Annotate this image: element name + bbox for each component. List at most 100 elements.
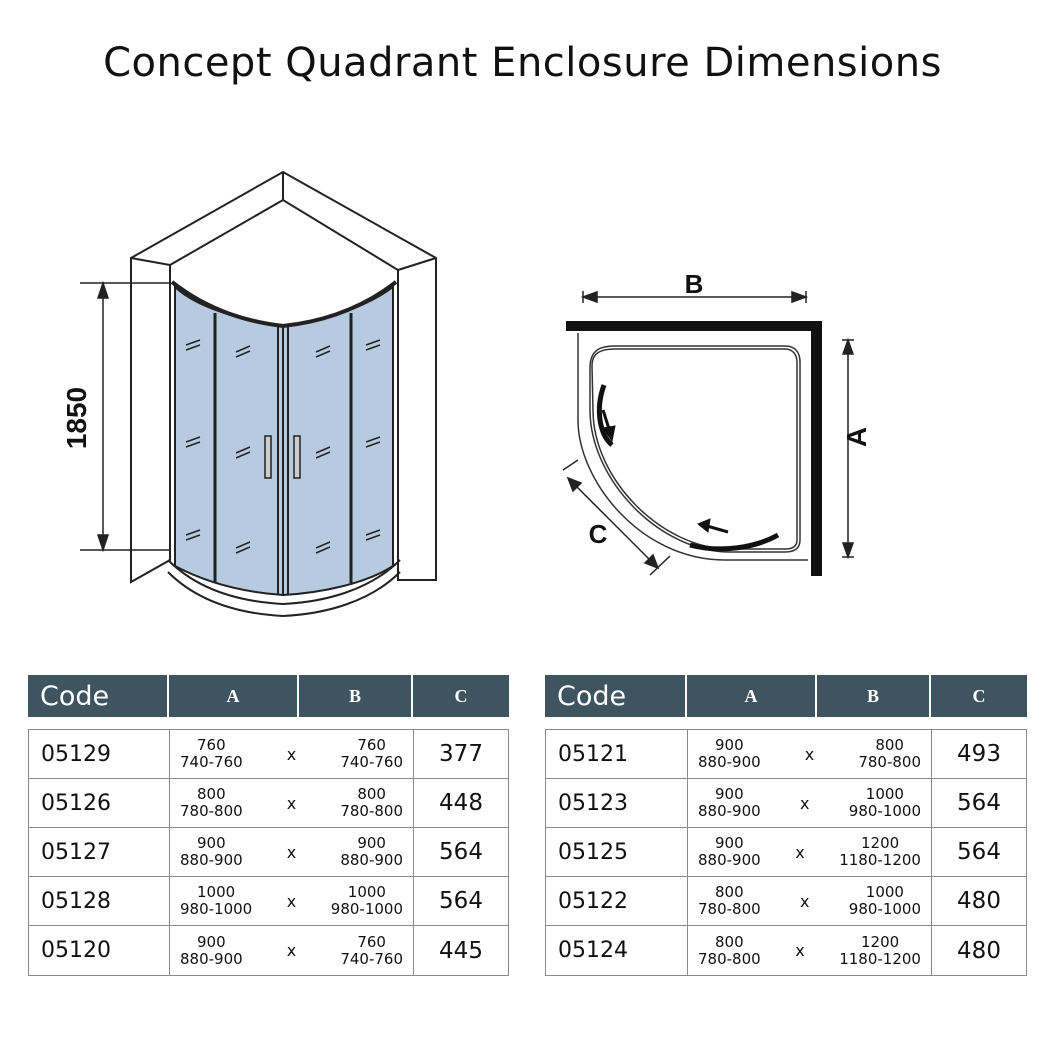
c-value: 480 — [957, 888, 1001, 914]
dimension-b-label: B — [685, 269, 704, 299]
header-b: B — [299, 675, 413, 717]
times-sign: x — [800, 793, 810, 813]
times-sign: x — [286, 941, 297, 960]
code-cell: 05128 — [29, 877, 170, 925]
code-cell: 05126 — [29, 779, 170, 827]
c-value: 493 — [957, 741, 1001, 767]
code-cell: 05123 — [546, 779, 688, 827]
corner-walls — [130, 170, 437, 584]
times-sign: x — [800, 891, 810, 911]
times-sign: x — [286, 891, 297, 911]
times-sign: x — [286, 744, 297, 764]
code-cell: 05129 — [29, 730, 170, 778]
dimension-c-label: C — [589, 519, 608, 549]
enclosure-plan-view: B A C — [562, 269, 872, 576]
c-value: 377 — [439, 741, 483, 767]
header-code: Code — [28, 675, 169, 717]
height-dimension — [80, 280, 170, 553]
c-value: 445 — [439, 937, 483, 964]
code-cell: 05125 — [546, 828, 688, 876]
plan-walls — [566, 321, 822, 576]
door-handle-icon — [264, 435, 272, 479]
times-sign: x — [795, 842, 805, 862]
c-value: 564 — [439, 839, 483, 865]
c-value: 564 — [957, 790, 1001, 816]
door-handle-icon — [293, 435, 301, 479]
c-value: 564 — [439, 888, 483, 914]
plan-tray — [577, 333, 808, 561]
dimension-b — [580, 290, 809, 304]
code-cell: 05120 — [29, 926, 170, 975]
table-header: Code A B C — [545, 675, 1027, 717]
c-value: 448 — [439, 790, 483, 816]
header-c: C — [972, 685, 986, 706]
dimension-a-label: A — [841, 427, 872, 447]
header-a: A — [687, 675, 817, 717]
code-cell: 05127 — [29, 828, 170, 876]
code-cell: 05122 — [546, 877, 688, 925]
glass-panels — [167, 280, 401, 618]
dimension-c — [562, 459, 671, 576]
code-cell: 05124 — [546, 926, 688, 975]
header-c: C — [454, 685, 468, 706]
times-sign: x — [286, 793, 297, 813]
sliding-direction-arrows — [601, 409, 729, 534]
header-a: A — [169, 675, 299, 717]
c-value: 564 — [957, 839, 1001, 865]
table-header: Code A B C — [28, 675, 509, 717]
times-sign: x — [804, 744, 815, 764]
page-title: Concept Quadrant Enclosure Dimensions — [103, 40, 942, 86]
header-code: Code — [545, 675, 687, 717]
dimension-a — [841, 337, 855, 560]
times-sign: x — [286, 842, 297, 862]
enclosure-perspective-drawing: 1850 — [61, 170, 437, 618]
c-value: 480 — [957, 937, 1001, 964]
times-sign: x — [795, 941, 805, 960]
height-label: 1850 — [61, 387, 92, 449]
header-b: B — [817, 675, 931, 717]
